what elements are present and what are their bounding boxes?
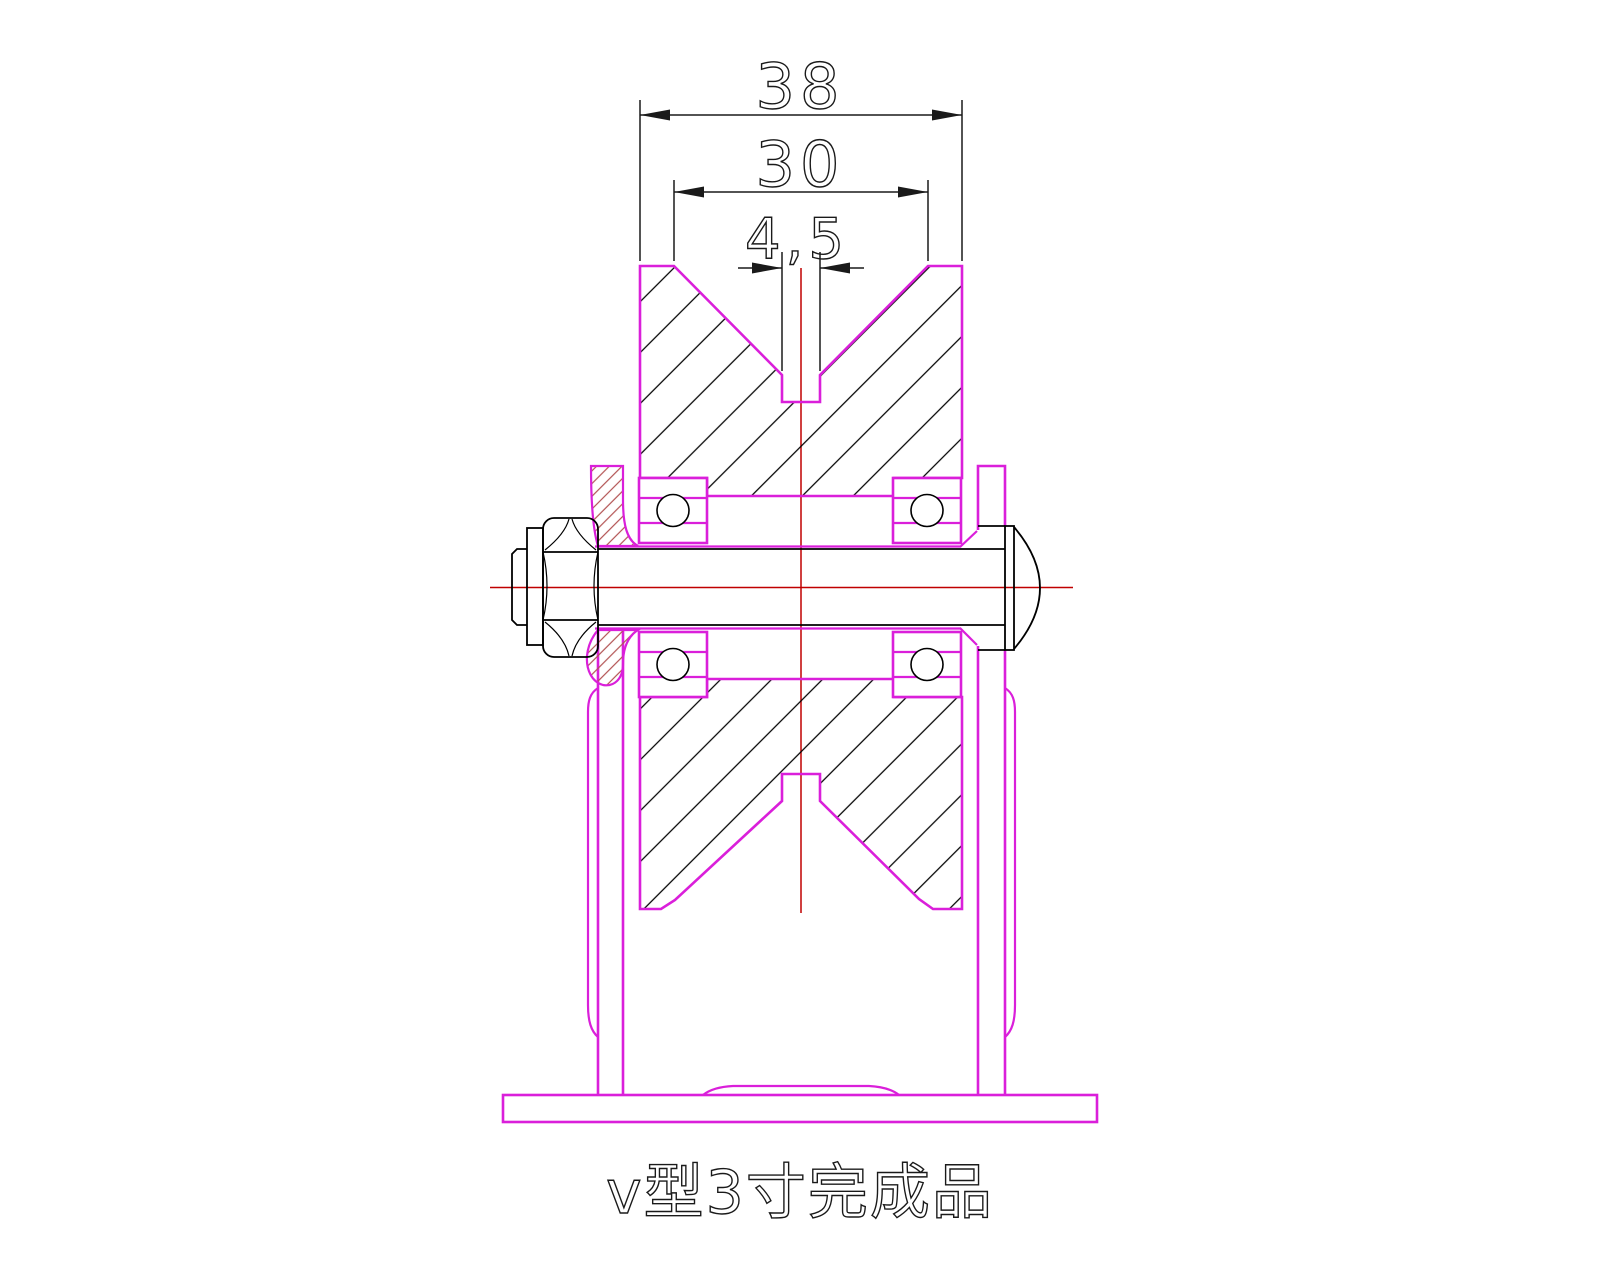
spacer-chamfer-lower — [959, 627, 978, 646]
bearing-lower-left — [637, 630, 709, 699]
hex-nut — [542, 517, 599, 658]
bearing-ball — [656, 493, 690, 528]
dim-arrow — [820, 262, 850, 274]
washer — [526, 527, 544, 646]
dimension-text-slot-width: 4,5 — [745, 207, 849, 272]
dimension-4-5: 4,5 — [738, 206, 864, 371]
dimension-text-groove-width: 30 — [756, 128, 845, 201]
dimension-30: 30 — [673, 127, 929, 261]
dome-arc — [1013, 526, 1041, 650]
dim-arrow — [898, 186, 928, 198]
bracket — [501, 464, 1099, 1124]
drawing-title: v型3寸完成品 — [606, 1158, 994, 1228]
bearing-ball — [910, 647, 944, 682]
section-cut-lower-left — [585, 628, 642, 687]
left-leg-emboss — [586, 687, 599, 1038]
dim-arrow — [752, 262, 782, 274]
centerlines — [490, 268, 1073, 913]
axle-dome-head — [978, 525, 1041, 651]
dim-arrow — [932, 109, 962, 121]
dim-arrow — [674, 186, 704, 198]
dimension-38: 38 — [639, 49, 963, 261]
dimension-text-overall-width: 38 — [756, 50, 845, 123]
bearing-ball — [656, 647, 690, 682]
bracket-right-leg — [959, 464, 1017, 1095]
bearing-upper-right — [891, 476, 963, 545]
ball-bearings — [637, 476, 963, 699]
dim-arrow — [640, 109, 670, 121]
bracket-left-leg — [586, 630, 625, 1095]
base-weld-bump — [702, 1084, 900, 1096]
spacer-chamfer-upper — [959, 530, 978, 548]
right-leg-emboss — [1004, 687, 1017, 1038]
bearing-lower-right — [891, 630, 963, 699]
bearing-ball — [910, 493, 944, 528]
axle-assembly — [511, 517, 1041, 658]
shaft-threaded-end — [511, 548, 527, 626]
right-plate-top-tab — [976, 464, 1007, 530]
bracket-base-plate — [501, 1093, 1099, 1124]
bearing-upper-left — [637, 476, 709, 545]
